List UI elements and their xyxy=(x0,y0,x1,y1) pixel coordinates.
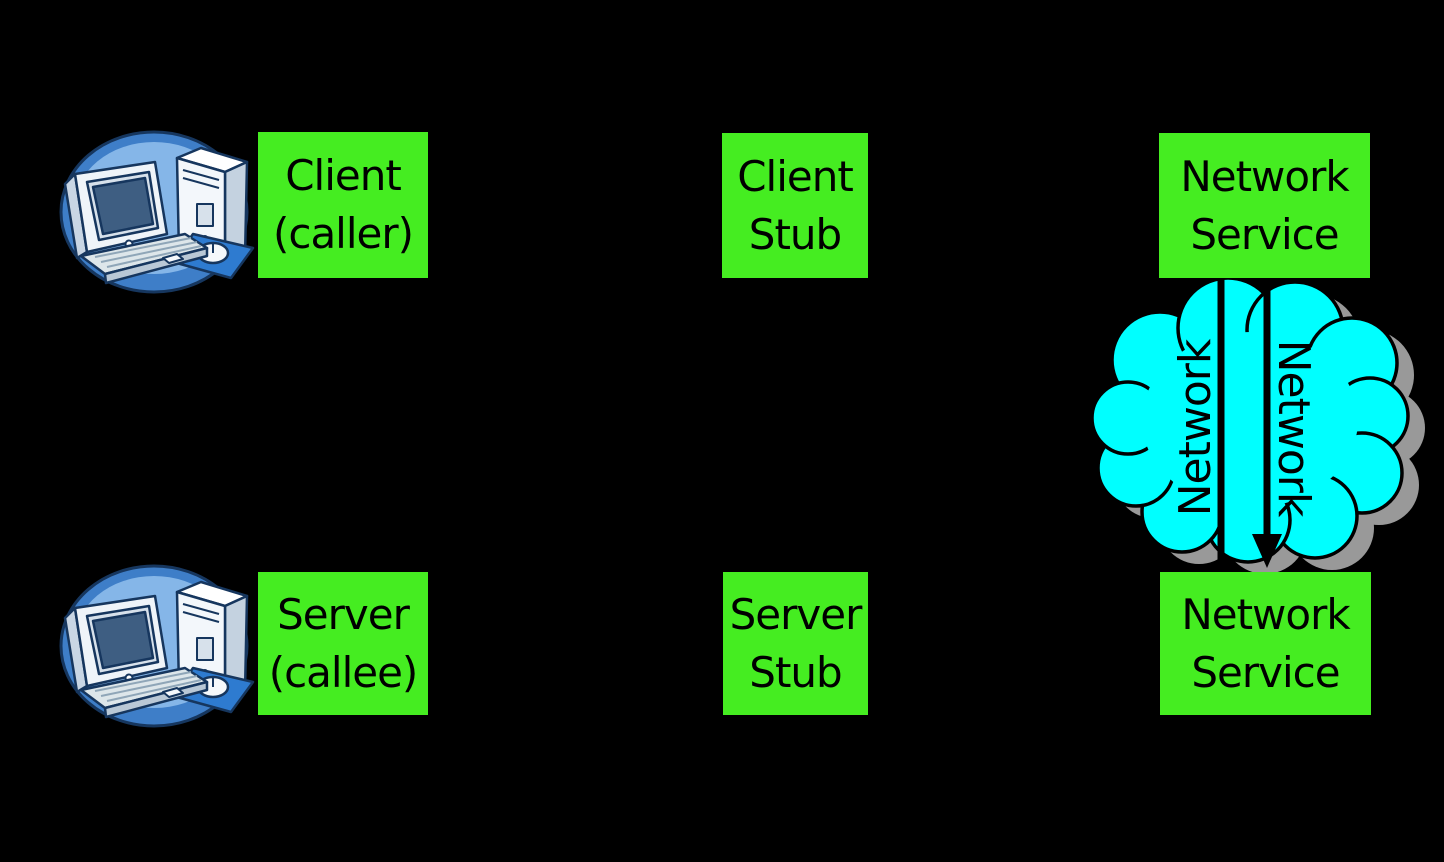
node-network-service-bottom-line1: Network xyxy=(1181,589,1350,639)
node-server-stub-line1: Server xyxy=(729,589,863,639)
node-network-service-bottom: Network Service xyxy=(1160,572,1371,715)
desktop-computer-icon xyxy=(59,130,255,294)
desktop-computer-icon xyxy=(59,564,255,728)
arrowhead-down-icon xyxy=(1252,534,1282,568)
node-server-stub-line2: Stub xyxy=(749,647,842,697)
node-server-line2: (callee) xyxy=(268,647,419,697)
cloud-body xyxy=(1090,276,1410,564)
node-client: Client (caller) xyxy=(258,132,428,278)
node-network-service-top-line1: Network xyxy=(1180,151,1349,201)
node-network-service-top-line2: Service xyxy=(1190,209,1339,259)
network-cloud xyxy=(1090,276,1425,574)
node-network-service-bottom-line2: Service xyxy=(1191,647,1340,697)
node-client-stub: Client Stub xyxy=(722,133,868,278)
node-server-line1: Server xyxy=(277,589,410,639)
cloud-label-left: Network xyxy=(1170,339,1221,517)
node-server: Server (callee) xyxy=(258,572,428,715)
node-client-stub-line2: Stub xyxy=(748,209,842,259)
node-client-stub-line1: Client xyxy=(737,151,854,201)
node-client-line2: (caller) xyxy=(272,209,414,258)
cloud-label-right: Network xyxy=(1268,339,1319,517)
node-client-line1: Client xyxy=(285,151,402,200)
node-network-service-top: Network Service xyxy=(1159,133,1370,278)
node-server-stub: Server Stub xyxy=(723,572,868,715)
